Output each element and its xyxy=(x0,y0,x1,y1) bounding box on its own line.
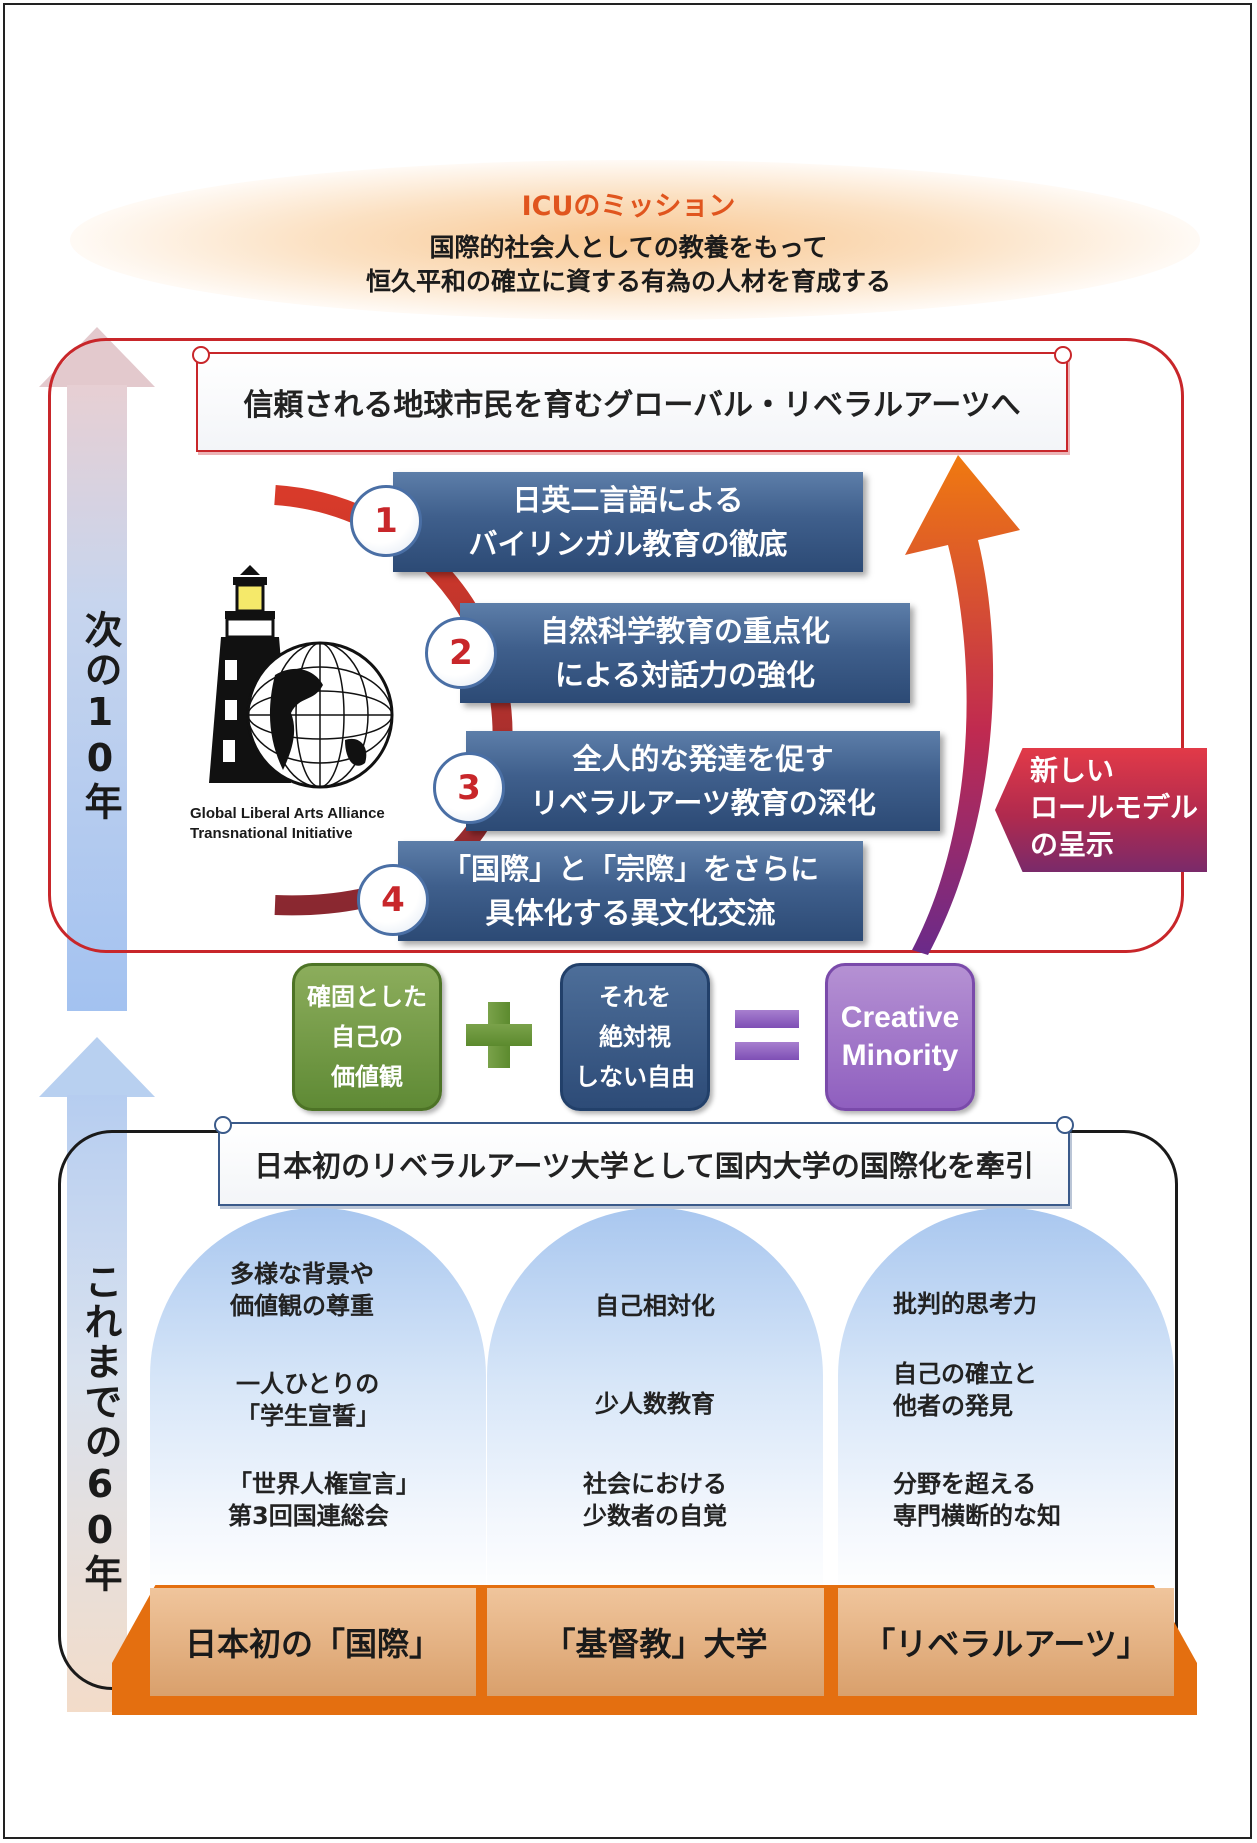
item-2-number: 2 xyxy=(425,617,497,689)
equals-sign-bar xyxy=(735,1042,799,1060)
past-decades-arrow xyxy=(39,1037,155,1712)
role-model-line1: 新しい xyxy=(1030,754,1115,787)
pillar-1-point-3b: 第3回国連総会 xyxy=(228,1502,389,1530)
pillar-2-point-1: 自己相対化 xyxy=(595,1292,715,1320)
pillar-1-point-2: 一人ひとりの 「学生宣誓」 xyxy=(236,1368,380,1432)
pillar-1-point-2b: 「学生宣誓」 xyxy=(236,1402,380,1430)
freedom-line3: しない自由 xyxy=(575,1063,695,1091)
pillar-1-point-2a: 一人ひとりの xyxy=(236,1370,380,1398)
pillar-2-point-2: 少人数教育 xyxy=(595,1390,715,1418)
item-2-line1: 自然科学教育の重点化 xyxy=(539,614,830,648)
past-decades-label: これまでの60年 xyxy=(78,1262,122,1594)
item-1-box: 日英二言語による バイリンガル教育の徹底 xyxy=(393,472,863,572)
scroll-curl xyxy=(214,1116,232,1134)
mission-title: ICUのミッション xyxy=(521,191,736,222)
pillar-liberal-arts xyxy=(838,1208,1174,1598)
pillar-1-point-1: 多様な背景や 価値観の尊重 xyxy=(230,1258,374,1322)
item-1-line2: バイリンガル教育の徹底 xyxy=(468,527,788,561)
future-banner-text: 信頼される地球市民を育むグローバル・リベラルアーツへ xyxy=(243,388,1021,423)
equals-sign xyxy=(735,1010,799,1028)
scroll-curl xyxy=(192,346,210,364)
logo-caption-2: Transnational Initiative xyxy=(190,825,353,842)
item-4-number: 4 xyxy=(357,864,429,936)
past-banner: 日本初のリベラルアーツ大学として国内大学の国際化を牽引 xyxy=(214,1116,1074,1206)
item-3-box: 全人的な発達を促す リベラルアーツ教育の深化 xyxy=(466,731,940,831)
pillar-1-point-3: 「世界人権宣言」 第3回国連総会 xyxy=(228,1468,420,1532)
role-model-line2: ロールモデル xyxy=(1030,791,1199,824)
page-frame xyxy=(3,3,1252,1839)
future-banner: 信頼される地球市民を育むグローバル・リベラルアーツへ xyxy=(192,346,1072,452)
self-values-box: 確固とした 自己の 価値観 xyxy=(292,963,442,1111)
next-decade-label: 次の10年 xyxy=(78,610,122,822)
role-model-badge xyxy=(995,748,1207,872)
pillar-1-point-3a: 「世界人権宣言」 xyxy=(228,1470,420,1498)
creative-minority-line1: Creative xyxy=(840,1001,960,1034)
item-3-line2: リベラルアーツ教育の深化 xyxy=(530,786,876,820)
freedom-line1: それを xyxy=(599,983,671,1011)
base-international: 日本初の「国際」 xyxy=(150,1588,476,1696)
pillar-3-point-1: 批判的思考力 xyxy=(893,1290,1037,1318)
freedom-box: それを 絶対視 しない自由 xyxy=(560,963,710,1111)
plus-sign-bar xyxy=(466,1024,532,1046)
item-4-line2: 具体化する異文化交流 xyxy=(485,896,776,930)
role-model-line3: の呈示 xyxy=(1030,828,1115,861)
item-1-line1: 日英二言語による xyxy=(512,483,744,517)
pillar-international xyxy=(150,1208,486,1598)
past-banner-text: 日本初のリベラルアーツ大学として国内大学の国際化を牽引 xyxy=(254,1149,1034,1183)
item-1-number: 1 xyxy=(350,485,422,557)
lighthouse-globe-logo xyxy=(209,565,394,789)
pillar-3-point-2b: 他者の発見 xyxy=(893,1392,1013,1420)
item-2-box: 自然科学教育の重点化 による対話力の強化 xyxy=(460,603,910,703)
pillar-1-point-1a: 多様な背景や xyxy=(230,1260,374,1288)
creative-minority-box: Creative Minority xyxy=(825,963,975,1111)
creative-minority-line2: Minority xyxy=(841,1039,959,1072)
base-liberal-arts: 「リベラルアーツ」 xyxy=(838,1588,1174,1696)
pillar-3-point-3: 分野を超える 専門横断的な知 xyxy=(893,1468,1061,1532)
self-values-line3: 価値観 xyxy=(331,1063,403,1091)
next-decade-frame xyxy=(48,338,1184,953)
item-4-line1: 「国際」と「宗際」をさらに xyxy=(441,852,819,886)
pillar-2-point-3a: 社会における xyxy=(583,1470,727,1498)
item-2-line2: による対話力の強化 xyxy=(554,658,816,692)
pillar-3-point-3b: 専門横断的な知 xyxy=(893,1502,1061,1530)
item-3-number: 3 xyxy=(433,752,505,824)
role-model-text: 新しい ロールモデル の呈示 xyxy=(1030,752,1198,863)
role-model-arrow xyxy=(905,455,1020,955)
item-3-line1: 全人的な発達を促す xyxy=(572,742,834,776)
self-values-line1: 確固とした xyxy=(307,983,427,1011)
pillar-3-point-2a: 自己の確立と xyxy=(893,1360,1037,1388)
logo-caption-1: Global Liberal Arts Alliance xyxy=(190,805,385,822)
pillar-1-point-1b: 価値観の尊重 xyxy=(230,1292,374,1320)
scroll-curl xyxy=(1054,346,1072,364)
pillar-2-point-3b: 少数者の自覚 xyxy=(583,1502,727,1530)
scroll-curl xyxy=(1056,1116,1074,1134)
item-4-box: 「国際」と「宗際」をさらに 具体化する異文化交流 xyxy=(398,841,863,941)
pillar-2-point-3: 社会における 少数者の自覚 xyxy=(487,1468,823,1532)
pillar-3-point-3a: 分野を超える xyxy=(893,1470,1037,1498)
mission-glow xyxy=(70,160,1200,320)
mission-line-2: 恒久平和の確立に資する有為の人材を育成する xyxy=(365,267,891,296)
base-christian: 「基督教」大学 xyxy=(487,1588,824,1696)
pillar-3-point-2: 自己の確立と 他者の発見 xyxy=(893,1358,1037,1422)
freedom-line2: 絶対視 xyxy=(599,1023,671,1051)
mission-line-1: 国際的社会人としての教養をもって xyxy=(429,233,828,262)
pillar-christian xyxy=(487,1208,823,1598)
self-values-line2: 自己の xyxy=(331,1023,403,1051)
